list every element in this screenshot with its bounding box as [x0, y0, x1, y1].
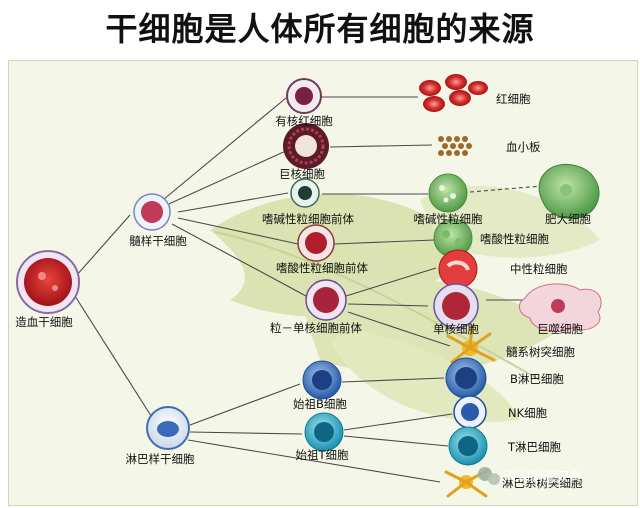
cell-basophil	[428, 173, 468, 213]
watermark: 深圳同源双青	[478, 467, 582, 485]
cell-b-lymphocyte	[445, 357, 487, 399]
label-b-lymphocyte: B淋巴细胞	[510, 372, 564, 386]
label-lymphoid-dendritic: 淋巴系树突细胞	[502, 476, 583, 490]
label-nucleated-rbc: 有核红细胞	[275, 114, 333, 128]
label-gm-precursor: 粒－单核细胞前体	[270, 321, 362, 335]
page-title: 干细胞是人体所有细胞的来源	[105, 10, 535, 48]
label-b-progenitor: 始祖B细胞	[293, 397, 347, 411]
cell-lymphoid-stem	[146, 406, 190, 450]
connection-lines	[67, 96, 543, 483]
cell-mast-cell	[538, 163, 600, 219]
label-t-progenitor: 始祖T细胞	[295, 448, 349, 462]
label-basophil-precursor: 嗜碱性粒细胞前体	[262, 212, 354, 226]
cell-nk	[453, 395, 487, 429]
label-neutrophil: 中性粒细胞	[510, 262, 568, 276]
wechat-icon	[478, 467, 500, 485]
label-myeloid-dendritic: 髓系树突细胞	[506, 345, 575, 359]
label-platelet: 血小板	[506, 140, 541, 154]
cell-neutrophil	[438, 249, 478, 289]
cell-labels: 造血干细胞 髓样干细胞 淋巴样干细胞 有核红细胞 巨核细胞 嗜碱性粒细胞前体 嗜…	[15, 92, 591, 490]
label-hsc: 造血干细胞	[15, 315, 73, 329]
label-myeloid-stem: 髓样干细胞	[129, 234, 187, 248]
cell-nucleated-rbc	[286, 78, 322, 114]
label-nk: NK细胞	[508, 406, 548, 420]
cell-myeloid-stem	[133, 193, 171, 231]
cell-gm-precursor	[305, 279, 347, 321]
label-eosinophil-precursor: 嗜酸性粒细胞前体	[276, 261, 368, 275]
cell-monocyte	[433, 283, 479, 329]
label-red-blood-cell: 红细胞	[496, 92, 531, 106]
cell-b-progenitor	[302, 360, 342, 400]
label-basophil: 嗜碱性粒细胞	[414, 212, 483, 226]
cell-eosinophil	[433, 218, 473, 258]
cell-platelets	[438, 136, 472, 156]
cell-macrophage	[518, 283, 602, 333]
label-monocyte: 单核细胞	[433, 322, 479, 336]
cell-myeloid-dendritic	[446, 324, 496, 364]
cell-hsc	[16, 250, 80, 314]
watermark-text: 深圳同源双青	[504, 470, 582, 485]
label-megakaryocyte: 巨核细胞	[279, 167, 325, 181]
cell-t-progenitor	[304, 412, 344, 452]
label-mast-cell: 肥大细胞	[545, 212, 591, 226]
cell-red-blood-cells	[419, 74, 488, 112]
label-lymphoid-stem: 淋巴样干细胞	[126, 452, 195, 466]
cell-basophil-precursor	[290, 178, 320, 208]
label-eosinophil: 嗜酸性粒细胞	[480, 232, 549, 246]
label-macrophage: 巨噬细胞	[537, 322, 583, 336]
cell-t-lymphocyte	[448, 426, 488, 466]
cell-eosinophil-precursor	[297, 224, 335, 262]
label-t-lymphocyte: T淋巴细胞	[507, 440, 562, 454]
cell-megakaryocyte	[283, 123, 329, 169]
